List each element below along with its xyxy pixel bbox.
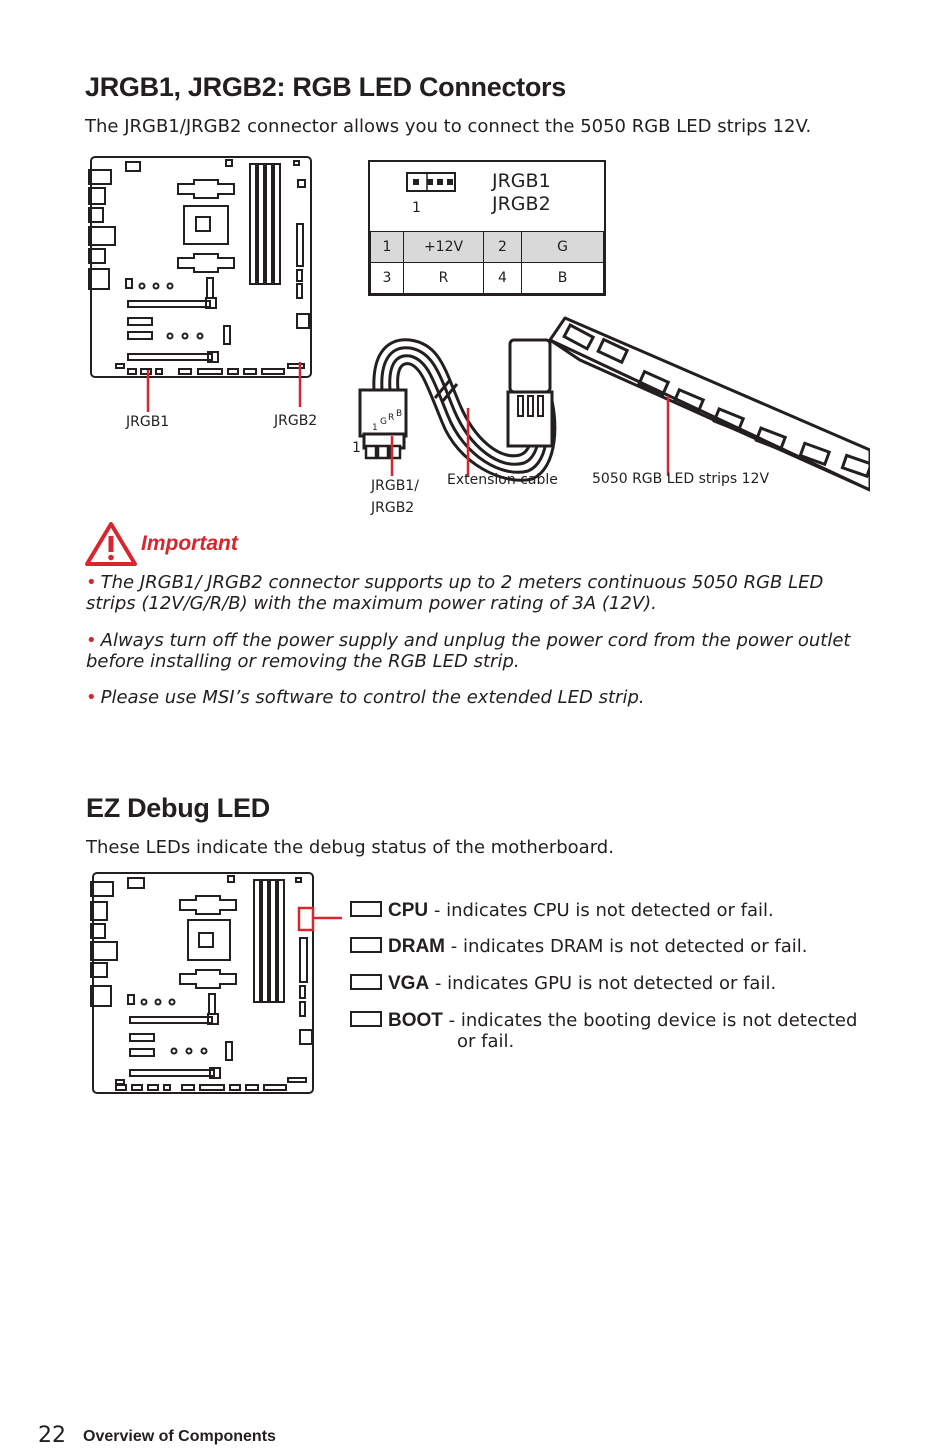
footer-section-title: Overview of Components [83,1428,276,1445]
bullet-text: Please use MSI’s software to control the… [100,687,645,708]
important-title: Important [141,532,238,555]
board-label-jrgb1: JRGB1 [126,414,170,430]
motherboard-diagram-rgb [88,156,312,412]
led-name: DRAM [388,936,445,957]
led-desc: - indicates the booting device is not de… [448,1010,858,1031]
section-title-ez-debug: EZ Debug LED [86,793,270,823]
table-cell: B [521,262,604,294]
pinout-box: 1 JRGB1 JRGB2 1 +12V 2 G 3 R 4 B [368,160,606,296]
led-desc: - indicates CPU is not detected or fail. [433,900,774,921]
pinout-pin-one: 1 [412,200,421,216]
table-cell: +12V [403,231,484,263]
led-name: VGA [388,973,430,994]
cable-pin-letter-g: G [380,417,387,427]
bullet-dot: • [86,572,97,593]
led-indicator-icon [350,974,382,990]
page-number: 22 [38,1423,66,1448]
led-name: BOOT [388,1010,443,1031]
cable-pin-one: 1 [352,440,361,456]
pinout-table: 1 +12V 2 G 3 R 4 B [370,231,604,294]
board-label-jrgb2: JRGB2 [274,413,318,429]
rgb-cable-illustration: 1 G R B [358,316,870,492]
debug-led-highlight [297,906,315,932]
led-indicator-icon [350,937,382,953]
led-desc-continuation: or fail. [457,1031,515,1052]
cable-label-extension: Extension cable [447,472,558,488]
bullet-dot: • [86,687,97,708]
motherboard-diagram-debug [90,872,342,1094]
led-name: CPU [388,900,429,921]
led-row-boot: BOOT - indicates the booting device is n… [350,1010,857,1032]
pinout-name-1: JRGB1 [492,170,551,192]
table-cell: R [403,262,484,294]
pinout-name-2: JRGB2 [492,193,551,215]
cable-pin-letter-r: R [388,413,394,423]
cable-label-connector-2: JRGB2 [371,500,415,516]
connector-header-icon [406,172,456,192]
table-cell: 3 [370,262,404,294]
cable-pin-letter-b: B [396,409,402,419]
table-cell: 2 [483,231,522,263]
cable-pin-letter-1: 1 [372,423,378,433]
section-lead-rgb: The JRGB1/JRGB2 connector allows you to … [85,116,812,137]
cable-label-strip: 5050 RGB LED strips 12V [592,471,770,487]
led-row-vga: VGA - indicates GPU is not detected or f… [350,973,776,995]
led-indicator-icon [350,901,382,917]
bullet-dot: • [86,630,97,651]
cable-label-connector-1: JRGB1/ [371,478,419,494]
section-lead-ez-debug: These LEDs indicate the debug status of … [86,837,614,858]
led-indicator-icon [350,1011,382,1027]
table-cell: G [521,231,604,263]
led-desc: - indicates GPU is not detected or fail. [434,973,777,994]
important-bullet-3: •Please use MSI’s software to control th… [86,687,876,708]
led-row-cpu: CPU - indicates CPU is not detected or f… [350,900,774,922]
table-row: 3 R 4 B [370,262,604,294]
table-cell: 4 [483,262,522,294]
bullet-text: The JRGB1/ JRGB2 connector supports up t… [86,572,824,614]
warning-icon [85,522,137,566]
section-title-rgb: JRGB1, JRGB2: RGB LED Connectors [85,72,566,102]
led-row-dram: DRAM - indicates DRAM is not detected or… [350,936,807,958]
led-desc: - indicates DRAM is not detected or fail… [450,936,808,957]
bullet-text: Always turn off the power supply and unp… [86,630,851,672]
important-bullet-1: •The JRGB1/ JRGB2 connector supports up … [86,572,876,614]
table-cell: 1 [370,231,404,263]
table-row: 1 +12V 2 G [370,231,604,263]
important-bullet-2: •Always turn off the power supply and un… [86,630,876,672]
